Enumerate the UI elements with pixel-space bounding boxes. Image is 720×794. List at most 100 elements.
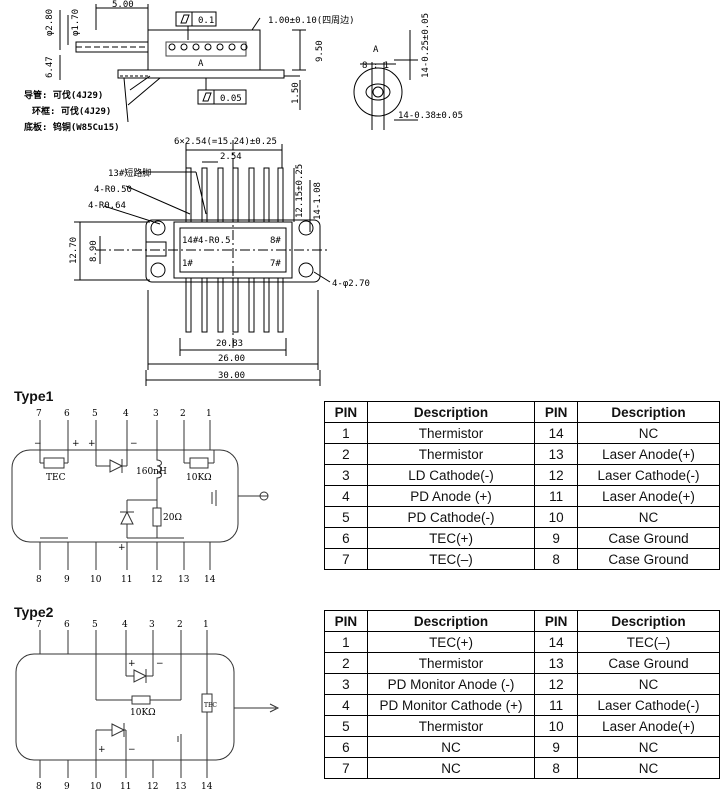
- dim-150: 1.50: [291, 82, 301, 104]
- type1-polarity: −: [34, 439, 42, 449]
- type1-polarity: +: [118, 543, 126, 553]
- table-cell: 5: [324, 506, 368, 528]
- table-header: Description: [577, 401, 720, 423]
- type2-bottom-pin: 12: [147, 782, 158, 792]
- table-cell: Thermistor: [366, 422, 536, 444]
- flatness-005: 0.05: [220, 94, 242, 104]
- table-cell: TEC(+): [366, 631, 536, 653]
- table-header-row: PIN Description PIN Description: [324, 610, 720, 632]
- type1-top-pin: 3: [153, 409, 159, 419]
- table-header: Description: [577, 610, 720, 632]
- type2-polarity: +: [128, 659, 136, 669]
- type1-top-pin: 4: [123, 409, 129, 419]
- dim-5: 5.00: [112, 0, 134, 10]
- type1-top-pin: 5: [92, 409, 98, 419]
- type2-schematic: 7 6 5 4 3 2 1 8 9 10 11 12 13 14 10KΩ TE…: [15, 620, 280, 792]
- table-cell: PD Monitor Cathode (+): [366, 694, 536, 716]
- table-cell: 9: [534, 736, 578, 758]
- dim-890: 8.90: [89, 240, 99, 262]
- type1-bottom-pin: 11: [121, 575, 132, 585]
- table-cell: Thermistor: [366, 715, 536, 737]
- type1-polarity: +: [72, 439, 80, 449]
- type2-polarity: −: [128, 745, 136, 755]
- table-cell: NC: [577, 736, 720, 758]
- type1-thermistor: [189, 457, 209, 469]
- type2-tec-label: TEC: [204, 702, 217, 709]
- type1-top-pin: 1: [206, 409, 212, 419]
- side-base: [117, 69, 285, 79]
- type1-inductor-label: 160nH: [136, 467, 167, 477]
- table-cell: 10: [534, 506, 578, 528]
- pin-14-label: 14#: [182, 236, 199, 246]
- table-cell: Thermistor: [366, 652, 536, 674]
- label-holes: 4-φ2.70: [332, 279, 370, 289]
- type2-top-pin: 5: [92, 620, 98, 630]
- table-cell: 8: [534, 548, 578, 570]
- type2-bottom-pin: 10: [90, 782, 102, 792]
- table-cell: NC: [577, 422, 720, 444]
- dim-pin-diameter: 14-0.38±0.05: [398, 111, 463, 121]
- dim-thickness: 1.00±0.10(四周边): [268, 15, 355, 26]
- type1-bottom-pin: 12: [151, 575, 162, 585]
- table-cell: Laser Anode(+): [577, 485, 720, 507]
- type2-bottom-pin: 14: [201, 782, 213, 792]
- dim-pitch: 2.54: [220, 152, 242, 162]
- dim-647: 6.47: [45, 56, 55, 78]
- table-cell: 7: [324, 757, 368, 779]
- type1-resistor-label: 20Ω: [163, 513, 182, 523]
- type2-polarity: +: [98, 745, 106, 755]
- table-cell: TEC(+): [366, 527, 536, 549]
- type2-laser-diode: [111, 723, 126, 737]
- table-cell: Case Ground: [577, 527, 720, 549]
- type2-top-leads: [39, 630, 208, 654]
- dim-26: 26.00: [218, 354, 245, 364]
- detail-pin-ellipse: [365, 83, 391, 101]
- scale-label: 8 : 1: [362, 61, 389, 71]
- side-view: 5.00 φ2.80 φ1.70 6.47 0.1 1.00±0.10(四周边)…: [24, 0, 355, 133]
- type1-top-pin: 7: [36, 409, 42, 419]
- type2-bottom-leads: [39, 760, 208, 778]
- type2-bottom-pin: 9: [64, 782, 70, 792]
- table-cell: NC: [577, 673, 720, 695]
- table-cell: 2: [324, 443, 368, 465]
- dim-108: 14-1.08: [313, 182, 323, 220]
- table-cell: TEC(–): [366, 548, 536, 570]
- type2-top-pin: 6: [64, 620, 70, 630]
- table-cell: 5: [324, 715, 368, 737]
- mechanical-drawing: 5.00 φ2.80 φ1.70 6.47 0.1 1.00±0.10(四周边)…: [24, 0, 463, 386]
- type1-thermistor-label: 10KΩ: [186, 473, 212, 483]
- table-cell: Thermistor: [366, 443, 536, 465]
- callout-a: A: [373, 45, 379, 55]
- table-cell: TEC(–): [577, 631, 720, 653]
- table-cell: 3: [324, 673, 368, 695]
- table-header: PIN: [324, 401, 368, 423]
- type2-top-pin: 1: [203, 620, 209, 630]
- pins-top: [185, 167, 284, 223]
- table-cell: 14: [534, 422, 578, 444]
- type1-resistor: [152, 507, 162, 527]
- label-r064: 4-R0.64: [88, 201, 126, 211]
- dim-phi280: φ2.80: [45, 9, 55, 36]
- dim-30: 30.00: [218, 371, 245, 381]
- table-header: PIN: [534, 610, 578, 632]
- table-cell: 1: [324, 631, 368, 653]
- dim-1215: 12.15±0.25: [295, 164, 305, 218]
- table-cell: 7: [324, 548, 368, 570]
- table-header-row: PIN Description PIN Description: [324, 401, 720, 423]
- table-cell: Laser Cathode(-): [577, 464, 720, 486]
- dim-phi170: φ1.70: [71, 9, 81, 36]
- type1-bottom-pin: 14: [204, 575, 216, 585]
- label-r050: 4-R0.50: [94, 185, 132, 195]
- table-header: Description: [366, 401, 536, 423]
- dim-pin-length: 14-0.25±0.05: [421, 13, 431, 78]
- type1-polarity: −: [130, 439, 138, 449]
- table-cell: 9: [534, 527, 578, 549]
- type1-bottom-pin: 10: [90, 575, 102, 585]
